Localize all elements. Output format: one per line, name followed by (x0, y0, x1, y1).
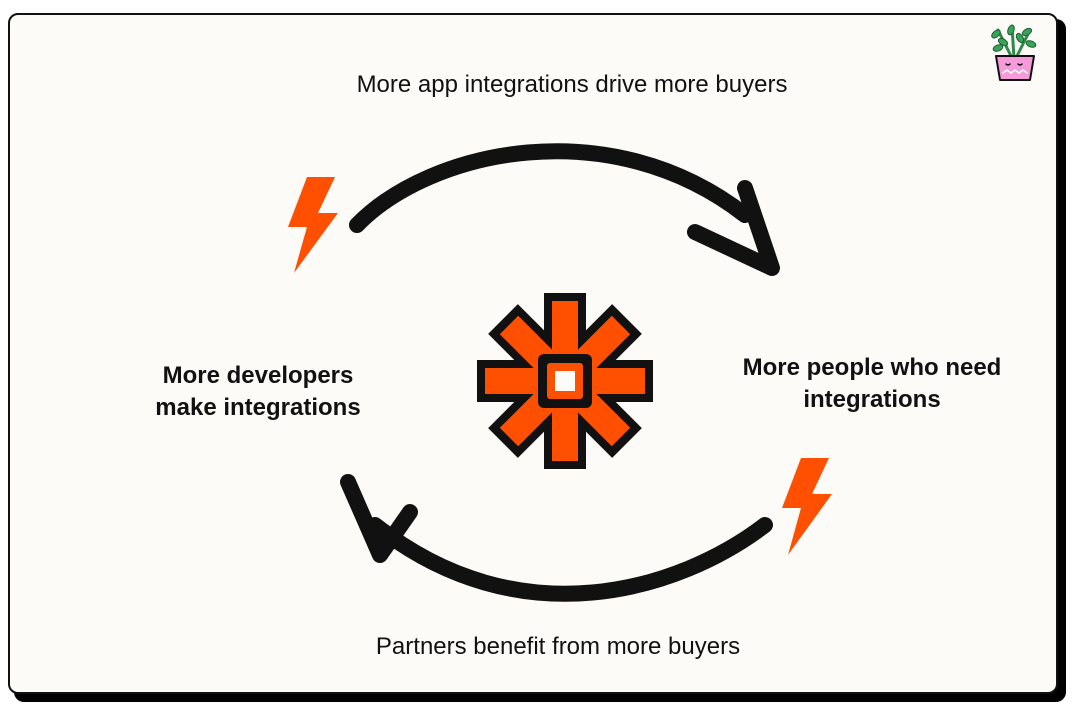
left-caption-line-2: make integrations (155, 394, 361, 421)
right-caption-line-1: More people who need (742, 354, 1002, 381)
left-caption-line-1: More developers (162, 362, 354, 389)
potted-plant-icon (991, 24, 1037, 81)
zapier-asterisk-icon (477, 293, 653, 469)
top-arrow-icon (349, 143, 780, 276)
top-caption: More app integrations drive more buyers (356, 71, 788, 98)
right-lightning-bolt-icon (782, 458, 832, 555)
bottom-caption: Partners benefit from more buyers (375, 633, 741, 660)
right-caption-line-2: integrations (803, 386, 941, 413)
bottom-arrow-icon (340, 474, 773, 602)
left-lightning-bolt-icon (288, 177, 338, 273)
left-caption: More developers make integrations (128, 360, 388, 424)
right-caption: More people who need integrations (722, 352, 1022, 416)
